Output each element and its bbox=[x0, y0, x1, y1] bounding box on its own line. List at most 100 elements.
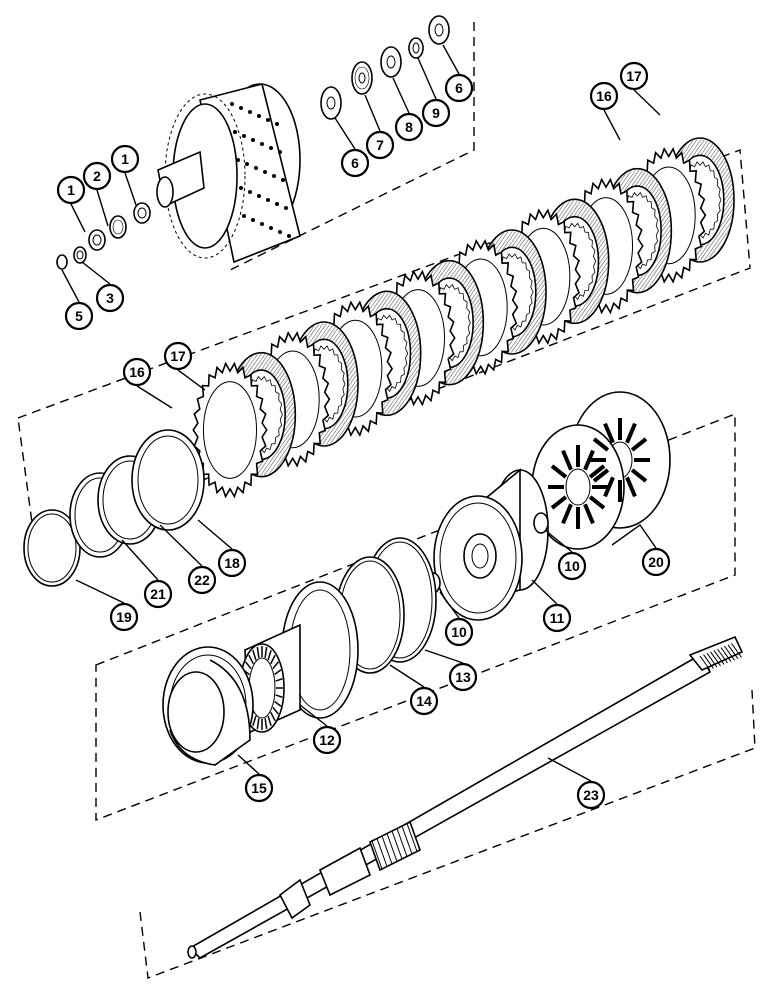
drum-hole bbox=[263, 170, 267, 174]
shaft-spline bbox=[386, 833, 398, 862]
spring-finger bbox=[561, 449, 573, 471]
spring-finger bbox=[625, 476, 637, 498]
drum-hole bbox=[245, 162, 249, 166]
callout-number: 6 bbox=[455, 80, 463, 96]
hub-spline bbox=[275, 677, 283, 682]
spring-finger bbox=[583, 503, 595, 525]
callout-19: 19 bbox=[109, 602, 139, 632]
spring-finger bbox=[603, 422, 615, 444]
callout-8: 8 bbox=[394, 112, 424, 142]
drum-hole bbox=[284, 206, 288, 210]
drum-hole bbox=[275, 122, 279, 126]
callout-number: 8 bbox=[405, 119, 413, 135]
clutch-drum bbox=[156, 83, 301, 264]
callout-number: 12 bbox=[319, 732, 335, 748]
drum-hole bbox=[257, 194, 261, 198]
callout-21: 21 bbox=[143, 579, 173, 609]
thrust-washers-left bbox=[56, 202, 151, 270]
clutch-hub bbox=[239, 581, 359, 735]
group-outline-shaft bbox=[139, 689, 756, 979]
shaft-spline bbox=[706, 652, 718, 668]
callout-number: 11 bbox=[550, 610, 565, 626]
callout-number: 19 bbox=[116, 609, 132, 625]
hub-spline bbox=[252, 649, 257, 661]
hub-spline bbox=[264, 646, 268, 658]
callout-7: 7 bbox=[365, 130, 395, 160]
shaft-spline bbox=[401, 825, 413, 855]
shaft-spline bbox=[710, 651, 721, 667]
hub-spline bbox=[267, 715, 272, 727]
callout-17: 17 bbox=[163, 341, 193, 371]
shaft-spline bbox=[699, 655, 711, 671]
shaft-spline bbox=[391, 830, 403, 860]
callout-number: 20 bbox=[648, 554, 664, 570]
drum-hole bbox=[242, 214, 246, 218]
hub-spline bbox=[267, 649, 272, 661]
callout-number: 5 bbox=[75, 308, 83, 324]
callout-number: 17 bbox=[170, 348, 186, 364]
drum-hole bbox=[239, 186, 243, 190]
callout-15: 15 bbox=[244, 773, 274, 803]
callout-6: 6 bbox=[444, 73, 474, 103]
belleville-springs bbox=[531, 391, 671, 550]
hub-spline bbox=[248, 654, 254, 665]
callout-1: 1 bbox=[110, 144, 140, 174]
callout-23: 23 bbox=[576, 780, 606, 810]
leader-lines bbox=[61, 44, 661, 782]
callout-22: 22 bbox=[187, 565, 217, 595]
drum-hole bbox=[272, 174, 276, 178]
shaft-spline bbox=[703, 654, 714, 669]
drum-hole bbox=[233, 130, 237, 134]
callout-13: 13 bbox=[448, 662, 478, 692]
drum-hole bbox=[248, 190, 252, 194]
spring-finger bbox=[561, 503, 573, 525]
snap-rings bbox=[23, 429, 205, 587]
spring-finger bbox=[583, 449, 595, 471]
callout-number: 9 bbox=[432, 105, 440, 121]
spring-finger bbox=[550, 464, 568, 479]
callout-number: 1 bbox=[67, 182, 75, 198]
drum-hole bbox=[287, 234, 291, 238]
piston bbox=[425, 468, 549, 621]
callout-number: 23 bbox=[583, 787, 599, 803]
drum-hole bbox=[260, 142, 264, 146]
shaft-spline bbox=[727, 644, 739, 660]
drum-hole bbox=[254, 166, 258, 170]
spring-finger bbox=[630, 468, 648, 483]
callout-number: 17 bbox=[626, 68, 642, 84]
hub-spline bbox=[272, 706, 280, 715]
shaft-spline bbox=[371, 840, 383, 870]
callout-number: 7 bbox=[376, 137, 384, 153]
callout-1: 1 bbox=[56, 175, 86, 205]
drum-hole bbox=[269, 226, 273, 230]
callout-number: 22 bbox=[194, 572, 210, 588]
drum-hole bbox=[236, 158, 240, 162]
drum-hole bbox=[266, 118, 270, 122]
callout-number: 2 bbox=[93, 168, 101, 184]
hub-spline bbox=[274, 669, 282, 676]
drum-hole bbox=[278, 150, 282, 154]
callout-number: 3 bbox=[106, 290, 114, 306]
callout-number: 13 bbox=[455, 669, 471, 685]
callout-2: 2 bbox=[82, 161, 112, 191]
hub-spline bbox=[256, 646, 260, 658]
callout-number: 15 bbox=[251, 780, 267, 796]
callout-16: 16 bbox=[589, 81, 619, 111]
steel-plate bbox=[192, 361, 268, 499]
drum-hole bbox=[275, 202, 279, 206]
spring-finger bbox=[550, 495, 568, 510]
callout-number: 18 bbox=[224, 555, 240, 571]
drum-hole bbox=[242, 134, 246, 138]
shaft-spline bbox=[396, 828, 408, 857]
drum-hole bbox=[278, 230, 282, 234]
drum-hole bbox=[239, 106, 243, 110]
callout-14: 14 bbox=[409, 686, 439, 716]
callout-6: 6 bbox=[340, 148, 370, 178]
spring-finger bbox=[603, 476, 615, 498]
drum-hole bbox=[281, 178, 285, 182]
drum-hole bbox=[248, 110, 252, 114]
hub-spline bbox=[270, 711, 276, 722]
callout-number: 16 bbox=[596, 88, 612, 104]
